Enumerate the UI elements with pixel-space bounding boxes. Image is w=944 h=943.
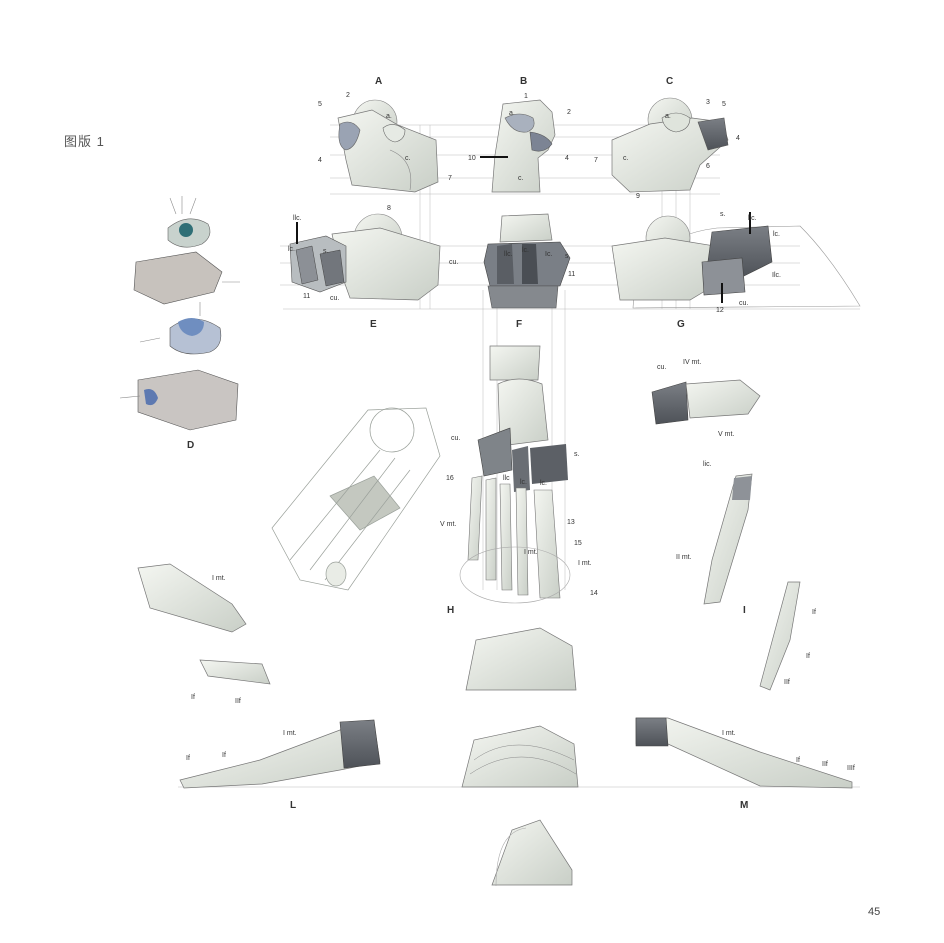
label-h-ic: lc. (520, 479, 527, 486)
figure-i-drawing (703, 473, 801, 691)
label-k-if: If (191, 694, 195, 701)
figure-c-drawing (611, 97, 729, 193)
label-m-iiif: IIIf (847, 765, 855, 772)
label-b-10: 10 (468, 155, 476, 162)
label-f-ic: Ic. (545, 251, 552, 258)
figure-label-c: C (666, 76, 674, 87)
label-g-ilc: Ilc. (772, 272, 781, 279)
label-f-lc: lc. (522, 247, 529, 254)
label-h-14: 14 (590, 590, 598, 597)
label-h-s: s. (574, 451, 580, 458)
annotation-labels: 2 5 4 a. c. 7 8 1 2 a. 10 4 c. 3 5 4 a. … (186, 92, 855, 772)
figure-label-b: B (520, 76, 528, 87)
label-e-cu: cu. (330, 295, 339, 302)
label-c-9: 9 (636, 193, 640, 200)
label-a-c: c. (405, 155, 411, 162)
figure-e-drawing (289, 213, 441, 301)
label-i-if-2: If (806, 653, 810, 660)
figure-a-drawing (337, 99, 439, 193)
label-c-5: 5 (722, 101, 726, 108)
figure-k-drawing (137, 563, 271, 685)
label-g-12: 12 (716, 307, 724, 314)
label-a-a: a. (386, 113, 392, 120)
figure-label-h: H (447, 605, 455, 616)
label-g-lc: lc. (773, 231, 780, 238)
figure-label-f: F (516, 319, 523, 330)
label-b-2: 2 (567, 109, 571, 116)
label-cuboid-cu: cu. (657, 364, 666, 371)
label-c-c: c. (623, 155, 629, 162)
figure-label-i: I (743, 605, 746, 616)
cuboid-metatarsal-drawing (651, 379, 761, 425)
label-l-if-1: If (186, 755, 190, 762)
figure-label-e: E (370, 319, 377, 330)
arch-drawings (461, 627, 579, 887)
label-a-2: 2 (346, 92, 350, 99)
label-e-llc: llc. (293, 215, 302, 222)
label-f-s: s (565, 253, 569, 260)
figure-g-drawing (611, 212, 861, 309)
label-h-imt2: I mt. (578, 560, 592, 567)
label-k-iif: IIf (235, 698, 241, 705)
label-f-11: 11 (568, 271, 575, 278)
label-e-s: s. (323, 248, 329, 255)
label-i-iif: IIf (784, 679, 790, 686)
label-c-4: 4 (736, 135, 740, 142)
figure-d-drawing (119, 196, 240, 431)
label-h-llc: llc (503, 475, 510, 482)
label-a-8: 8 (387, 205, 391, 212)
label-a-7: 7 (448, 175, 452, 182)
label-i-lic: lic. (703, 461, 712, 468)
label-c-6: 6 (706, 163, 710, 170)
label-m-if: If (796, 757, 800, 764)
figure-m-drawing (635, 717, 853, 789)
label-iv-mt: IV mt. (683, 359, 701, 366)
label-m-iif: IIf (822, 761, 828, 768)
label-e-11: 11 (303, 293, 310, 300)
label-h-vmt: V mt. (440, 521, 456, 528)
label-h-lc: lc. (540, 480, 547, 487)
figure-label-g: G (677, 319, 685, 330)
figure-label-a: A (375, 76, 383, 87)
label-a-4: 4 (318, 157, 322, 164)
label-l-i-mt: I mt. (283, 730, 297, 737)
label-b-c: c. (518, 175, 524, 182)
label-a-5: 5 (318, 101, 322, 108)
label-e-lc: lc. (288, 246, 295, 253)
label-g-s: s. (720, 211, 726, 218)
label-c-a: a. (665, 113, 671, 120)
label-b-a: a. (509, 110, 515, 117)
label-m-i-mt: I mt. (722, 730, 736, 737)
label-v-mt: V mt. (718, 431, 734, 438)
plate-title: 图版 1 (64, 134, 105, 149)
page-number: 45 (868, 906, 881, 918)
label-l-if-2: If (222, 752, 226, 759)
label-h-15: 15 (574, 540, 582, 547)
wireframe-foot-drawing (271, 407, 441, 591)
label-h-imt: I mt. (524, 549, 538, 556)
label-k-i-mt: I mt. (212, 575, 226, 582)
label-g-llc: llc. (748, 215, 757, 222)
label-b-1: 1 (524, 93, 528, 100)
label-f-cu: cu. (449, 259, 458, 266)
label-c-7: 7 (594, 157, 598, 164)
figure-h-drawing (459, 345, 571, 604)
label-h-13: 13 (567, 519, 575, 526)
figure-label-m: M (740, 800, 749, 811)
label-f-llc: llc. (504, 251, 513, 258)
figure-l-drawing (179, 719, 381, 789)
label-c-3: 3 (706, 99, 710, 106)
figure-b-drawing (480, 99, 556, 193)
label-g-cu: cu. (739, 300, 748, 307)
label-i-ii-mt: II mt. (676, 554, 692, 561)
label-b-4: 4 (565, 155, 569, 162)
label-h-cu: cu. (451, 435, 460, 442)
figure-f-drawing (483, 213, 571, 309)
label-i-if-1: If (812, 609, 816, 616)
label-h-16: 16 (446, 475, 454, 482)
figure-label-d: D (187, 440, 195, 451)
figure-label-l: L (290, 800, 297, 811)
